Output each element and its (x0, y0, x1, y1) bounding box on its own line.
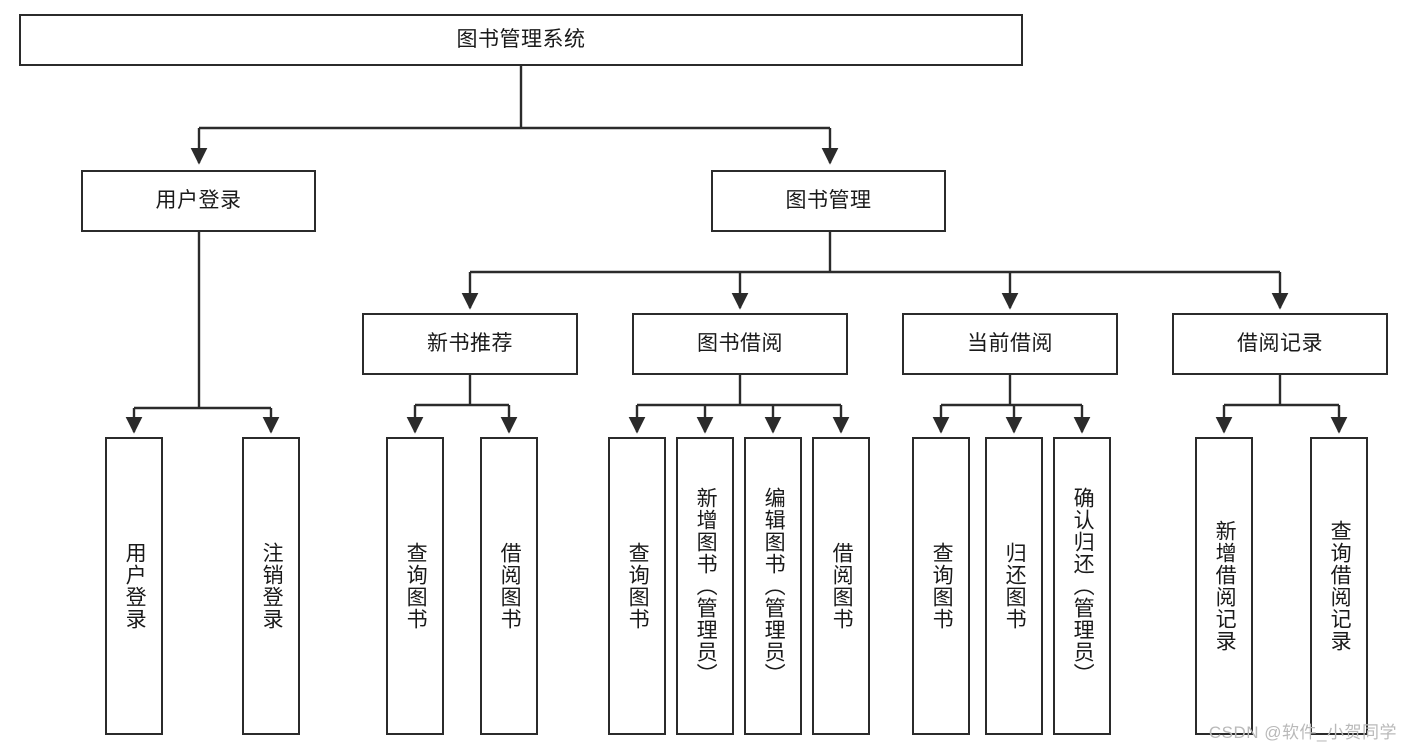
node-new-book-recommend[interactable]: 新书推荐 (362, 313, 578, 375)
leaf-query-book-1[interactable]: 查询图书 (386, 437, 444, 735)
leaf-query-book-2[interactable]: 查询图书 (608, 437, 666, 735)
leaf-edit-book-label: 编辑图书（管理员） (762, 487, 786, 685)
leaf-borrow-book-1[interactable]: 借阅图书 (480, 437, 538, 735)
node-user-login-label: 用户登录 (155, 189, 242, 213)
leaf-query-book-3-label: 查询图书 (930, 542, 954, 630)
node-book-manage[interactable]: 图书管理 (711, 170, 946, 232)
leaf-add-book-label: 新增图书（管理员） (694, 487, 718, 685)
node-root-label: 图书管理系统 (456, 28, 586, 52)
leaf-borrow-book-2-label: 借阅图书 (830, 542, 854, 630)
node-new-book-recommend-label: 新书推荐 (427, 332, 513, 356)
leaf-query-book-1-label: 查询图书 (404, 542, 428, 630)
leaf-user-login-label: 用户登录 (123, 542, 147, 630)
node-current-borrow[interactable]: 当前借阅 (902, 313, 1118, 375)
leaf-add-record[interactable]: 新增借阅记录 (1195, 437, 1253, 735)
leaf-user-logout-label: 注销登录 (260, 542, 284, 630)
watermark: CSDN @软件_小贺同学 (1208, 723, 1397, 742)
leaf-edit-book[interactable]: 编辑图书（管理员） (744, 437, 802, 735)
leaf-user-logout[interactable]: 注销登录 (242, 437, 300, 735)
leaf-query-record[interactable]: 查询借阅记录 (1310, 437, 1368, 735)
leaf-return-book[interactable]: 归还图书 (985, 437, 1043, 735)
leaf-borrow-book-2[interactable]: 借阅图书 (812, 437, 870, 735)
leaf-user-login[interactable]: 用户登录 (105, 437, 163, 735)
leaf-query-book-2-label: 查询图书 (626, 542, 650, 630)
leaf-confirm-return-label: 确认归还（管理员） (1071, 487, 1095, 685)
leaf-query-book-3[interactable]: 查询图书 (912, 437, 970, 735)
node-borrow-record[interactable]: 借阅记录 (1172, 313, 1388, 375)
node-book-borrow[interactable]: 图书借阅 (632, 313, 848, 375)
leaf-return-book-label: 归还图书 (1003, 542, 1027, 630)
node-borrow-record-label: 借阅记录 (1237, 332, 1323, 356)
node-book-manage-label: 图书管理 (785, 189, 872, 213)
leaf-confirm-return[interactable]: 确认归还（管理员） (1053, 437, 1111, 735)
node-root[interactable]: 图书管理系统 (19, 14, 1023, 66)
leaf-add-record-label: 新增借阅记录 (1213, 520, 1237, 652)
node-current-borrow-label: 当前借阅 (967, 332, 1053, 356)
leaf-add-book[interactable]: 新增图书（管理员） (676, 437, 734, 735)
node-book-borrow-label: 图书借阅 (697, 332, 783, 356)
leaf-borrow-book-1-label: 借阅图书 (498, 542, 522, 630)
node-user-login[interactable]: 用户登录 (81, 170, 316, 232)
leaf-query-record-label: 查询借阅记录 (1328, 520, 1352, 652)
